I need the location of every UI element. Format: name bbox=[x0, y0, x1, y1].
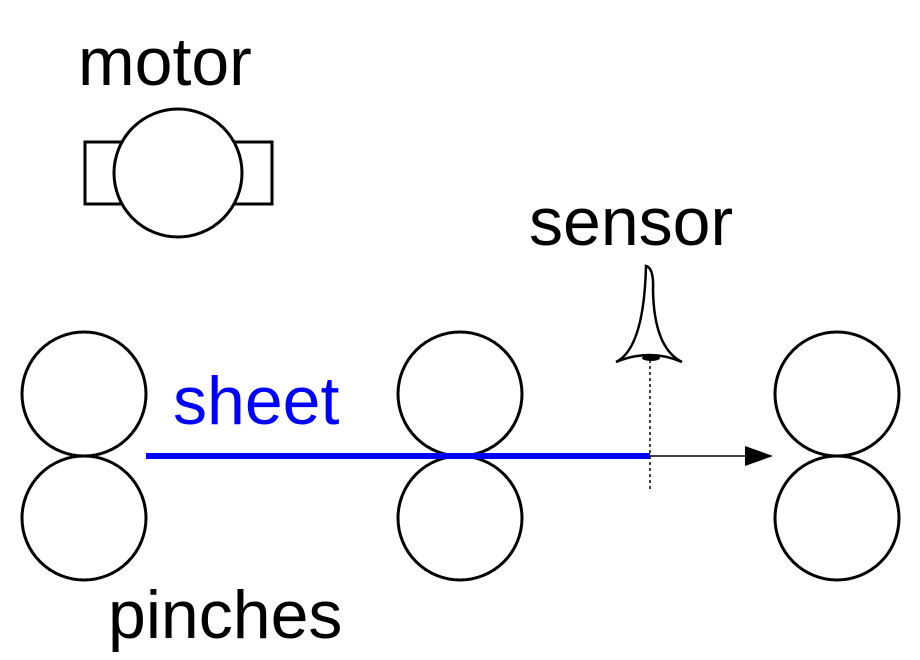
direction-arrow-head bbox=[745, 446, 773, 466]
pinch-rollers bbox=[20, 330, 901, 582]
pinch-right-bottom-roller bbox=[773, 454, 901, 582]
pinches-label: pinches bbox=[108, 577, 342, 653]
sensor-label: sensor bbox=[529, 184, 733, 260]
sensor-pupil bbox=[642, 355, 660, 361]
pinch-left-top-roller bbox=[20, 330, 148, 458]
motor-body bbox=[112, 107, 244, 239]
pinch-middle-bottom-roller bbox=[396, 454, 524, 582]
pinch-left-bottom-roller bbox=[20, 454, 148, 582]
motor bbox=[83, 107, 274, 239]
pinch-right bbox=[773, 330, 901, 582]
sheet-label: sheet bbox=[173, 363, 339, 439]
sensor-eye-icon bbox=[615, 264, 683, 364]
pinch-left bbox=[20, 330, 148, 582]
pinch-middle-top-roller bbox=[396, 330, 524, 458]
motor-label: motor bbox=[78, 24, 252, 100]
sensor-outline bbox=[615, 264, 683, 364]
pinch-right-top-roller bbox=[773, 330, 901, 458]
